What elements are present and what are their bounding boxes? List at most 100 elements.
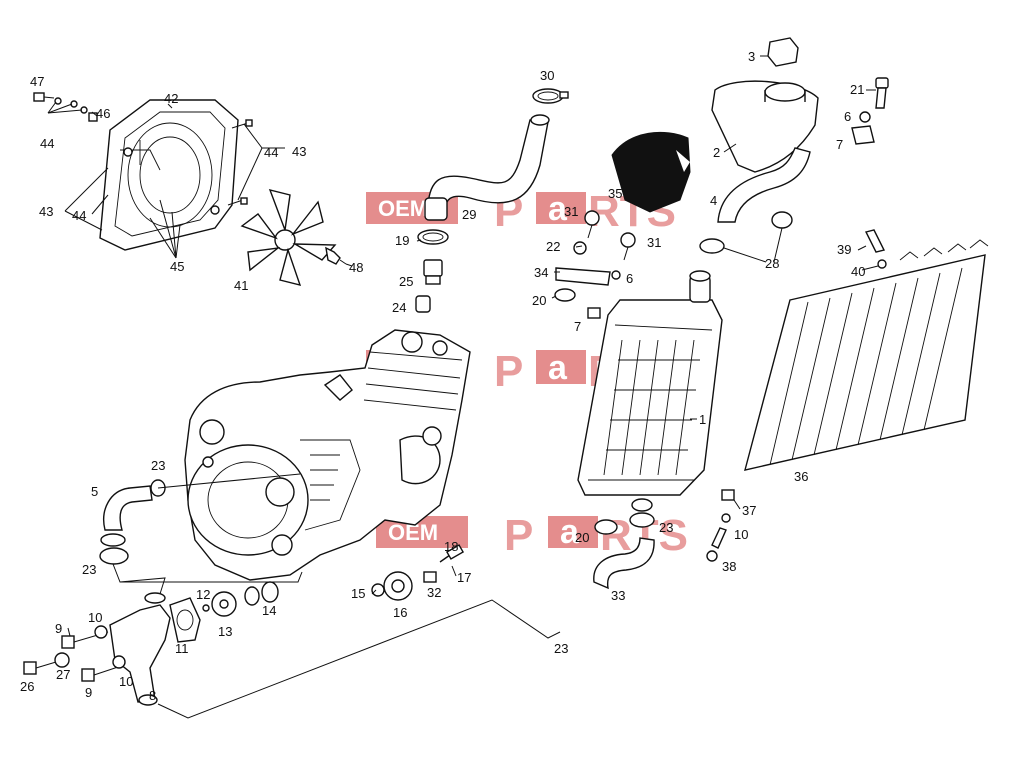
hose-5-part bbox=[100, 485, 153, 547]
shield-35-part bbox=[611, 131, 691, 213]
callout-10-top: 10 bbox=[88, 610, 102, 625]
callout-37: 37 bbox=[742, 503, 756, 518]
callout-9-top: 9 bbox=[55, 621, 62, 636]
callout-2: 2 bbox=[713, 145, 720, 160]
callout-6-mid: 6 bbox=[626, 271, 633, 286]
callout-13: 13 bbox=[218, 624, 232, 639]
bolt-38-part bbox=[706, 489, 735, 562]
watermark-p-text: P bbox=[504, 511, 533, 560]
callout-25: 25 bbox=[399, 274, 413, 289]
watermark-p-text: P bbox=[494, 347, 523, 396]
nut-6-top-part bbox=[851, 111, 875, 145]
fan-part bbox=[240, 188, 337, 286]
bolt-21-part bbox=[875, 77, 889, 109]
callout-44-right: 44 bbox=[264, 145, 278, 160]
hose-33-part bbox=[593, 537, 655, 590]
watermark-a-text: a bbox=[548, 349, 568, 387]
screw-47-part bbox=[33, 92, 98, 122]
callout-23-right: 23 bbox=[659, 520, 673, 535]
screws-9-10-part bbox=[23, 625, 126, 682]
callout-23-left-top: 23 bbox=[151, 458, 165, 473]
callout-46: 46 bbox=[96, 106, 110, 121]
callout-44-left: 44 bbox=[72, 208, 86, 223]
callout-6-top: 6 bbox=[844, 109, 851, 124]
callout-29: 29 bbox=[462, 207, 476, 222]
callout-17: 17 bbox=[457, 570, 471, 585]
watermark-bike-text: BIKE bbox=[486, 526, 496, 548]
watermark-a-text: a bbox=[548, 190, 568, 228]
callout-14: 14 bbox=[262, 603, 276, 618]
temperature-sensor-part bbox=[325, 246, 347, 265]
cap-3-part bbox=[767, 37, 799, 67]
callout-47: 47 bbox=[30, 74, 44, 89]
callout-10-bottom: 10 bbox=[119, 674, 133, 689]
callout-4: 4 bbox=[710, 193, 717, 208]
radiator-guard-part bbox=[744, 239, 989, 471]
callout-27: 27 bbox=[56, 667, 70, 682]
expansion-tank-part bbox=[711, 80, 819, 173]
fan-shroud-part bbox=[99, 99, 239, 251]
callout-21: 21 bbox=[850, 82, 864, 97]
callout-38: 38 bbox=[722, 559, 736, 574]
callout-45: 45 bbox=[170, 259, 184, 274]
nipple-24-part bbox=[415, 295, 431, 313]
callout-31-right: 31 bbox=[647, 235, 661, 250]
callout-23-center: 23 bbox=[554, 641, 568, 656]
clamp-19-part bbox=[417, 229, 449, 245]
callout-30: 30 bbox=[540, 68, 554, 83]
callout-36: 36 bbox=[794, 469, 808, 484]
bolt-39-40-part bbox=[864, 229, 887, 269]
callout-11: 11 bbox=[175, 641, 189, 656]
callout-16: 16 bbox=[393, 605, 407, 620]
callout-1: 1 bbox=[699, 412, 706, 427]
grommet-28-part bbox=[699, 211, 793, 254]
nipple-25-part bbox=[423, 259, 443, 285]
callout-48: 48 bbox=[349, 260, 363, 275]
callout-39: 39 bbox=[837, 242, 851, 257]
callout-23-left-bottom: 23 bbox=[82, 562, 96, 577]
hose-29-part bbox=[424, 114, 550, 221]
callout-32: 32 bbox=[427, 585, 441, 600]
callout-31-left: 31 bbox=[564, 204, 578, 219]
bracket-34-part bbox=[554, 241, 621, 319]
callout-26: 26 bbox=[20, 679, 34, 694]
callout-8: 8 bbox=[149, 688, 156, 703]
water-pump-housing-part bbox=[109, 592, 171, 706]
engine-part bbox=[184, 329, 471, 581]
gasket-11-part bbox=[169, 597, 201, 643]
callout-9-bottom: 9 bbox=[85, 685, 92, 700]
callout-7-top: 7 bbox=[836, 137, 843, 152]
screws-31-part bbox=[584, 210, 636, 261]
callout-40: 40 bbox=[851, 264, 865, 279]
screws-43-right bbox=[227, 119, 253, 206]
callout-3: 3 bbox=[748, 49, 755, 64]
callout-12: 12 bbox=[196, 587, 210, 602]
watermark-bike-text: BIKE bbox=[478, 362, 488, 384]
callout-43-right: 43 bbox=[292, 144, 306, 159]
watermark-oem-text: OEM bbox=[378, 196, 428, 221]
callout-34: 34 bbox=[534, 265, 548, 280]
callout-5: 5 bbox=[91, 484, 98, 499]
callout-22: 22 bbox=[546, 239, 560, 254]
clamp-30-part bbox=[532, 88, 569, 104]
radiator-part bbox=[577, 270, 723, 512]
callout-20-bottom: 20 bbox=[575, 530, 589, 545]
callout-19: 19 bbox=[395, 233, 409, 248]
callout-42: 42 bbox=[164, 91, 178, 106]
callout-41: 41 bbox=[234, 278, 248, 293]
callout-10-right: 10 bbox=[734, 527, 748, 542]
callout-7-mid: 7 bbox=[574, 319, 581, 334]
leader-lines bbox=[47, 55, 879, 719]
callout-labels: 1 2 3 4 5 6 6 7 7 8 9 9 10 10 10 11 12 1… bbox=[20, 49, 865, 703]
callout-18: 18 bbox=[444, 539, 458, 554]
callout-24: 24 bbox=[392, 300, 406, 315]
callout-33: 33 bbox=[611, 588, 625, 603]
callout-28: 28 bbox=[765, 256, 779, 271]
gear-16-part bbox=[371, 544, 465, 601]
clamps-20-23-bottom bbox=[594, 512, 655, 535]
hose-4-part bbox=[717, 147, 811, 223]
watermark-a-text: a bbox=[560, 513, 580, 551]
callout-20-mid: 20 bbox=[532, 293, 546, 308]
